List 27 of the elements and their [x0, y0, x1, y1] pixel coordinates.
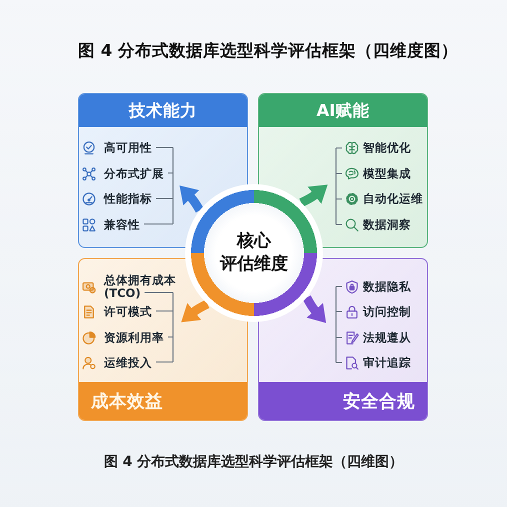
item-label: 分布式扩展 — [104, 167, 164, 180]
arrow — [302, 295, 326, 324]
item-label: 运维投入 — [104, 356, 152, 369]
caption: 图 4 分布式数据库选型科学评估框架（四维图） — [104, 453, 404, 472]
arrow — [180, 300, 210, 322]
header-bar: 安全合规 — [259, 382, 427, 420]
title: 图 4 分布式数据库选型科学评估框架（四维度图） — [78, 40, 458, 61]
item-label: 许可模式 — [104, 305, 152, 318]
arrow — [180, 185, 204, 213]
header-bar: 技术能力 — [79, 94, 247, 127]
header-bar: 成本效益 — [79, 382, 247, 420]
item-label: 智能优化 — [363, 142, 411, 154]
item-label: 高可用性 — [104, 142, 152, 154]
item-label: 模型集成 — [363, 167, 411, 180]
item-label: 自动化运维 — [363, 192, 423, 206]
arrow — [299, 184, 328, 207]
item-label: 总体拥有成本(TCO) — [104, 274, 177, 300]
center-label: 核心评估维度 — [219, 230, 289, 276]
item-label: 法规遵从 — [363, 331, 411, 344]
item-label: 审计追踪 — [363, 356, 411, 369]
item-label: 资源利用率 — [104, 331, 164, 344]
item-label: 性能指标 — [104, 192, 152, 206]
item-label: 数据洞察 — [363, 218, 411, 231]
item-label: 访问控制 — [363, 305, 411, 318]
header-bar: AI赋能 — [259, 94, 427, 127]
item-label: 数据隐私 — [363, 280, 411, 293]
item-label: 兼容性 — [104, 218, 140, 231]
